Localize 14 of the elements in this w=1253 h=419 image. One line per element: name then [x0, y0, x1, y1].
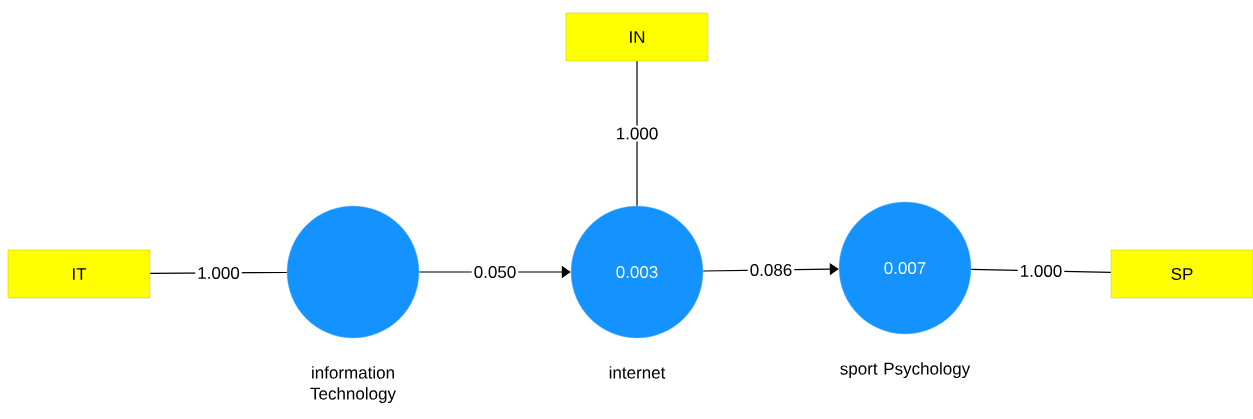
circle-node: 0.007	[838, 201, 972, 335]
edge-label: 1.000	[195, 264, 242, 281]
node-caption: sport Psychology	[840, 362, 971, 379]
indicator-box: IT	[7, 249, 151, 299]
indicator-box: IN	[565, 12, 709, 62]
node-caption: internet	[609, 366, 666, 379]
edge-label: 1.000	[1017, 262, 1065, 279]
node-caption: information Technology	[310, 366, 396, 404]
edge-label: 1.000	[613, 125, 661, 142]
circle-node: 0.003	[570, 205, 704, 339]
edge-label: 0.086	[747, 261, 795, 278]
edge-label: 0.050	[471, 263, 519, 280]
indicator-box: SP	[1110, 249, 1253, 299]
connector-line	[636, 60, 638, 207]
